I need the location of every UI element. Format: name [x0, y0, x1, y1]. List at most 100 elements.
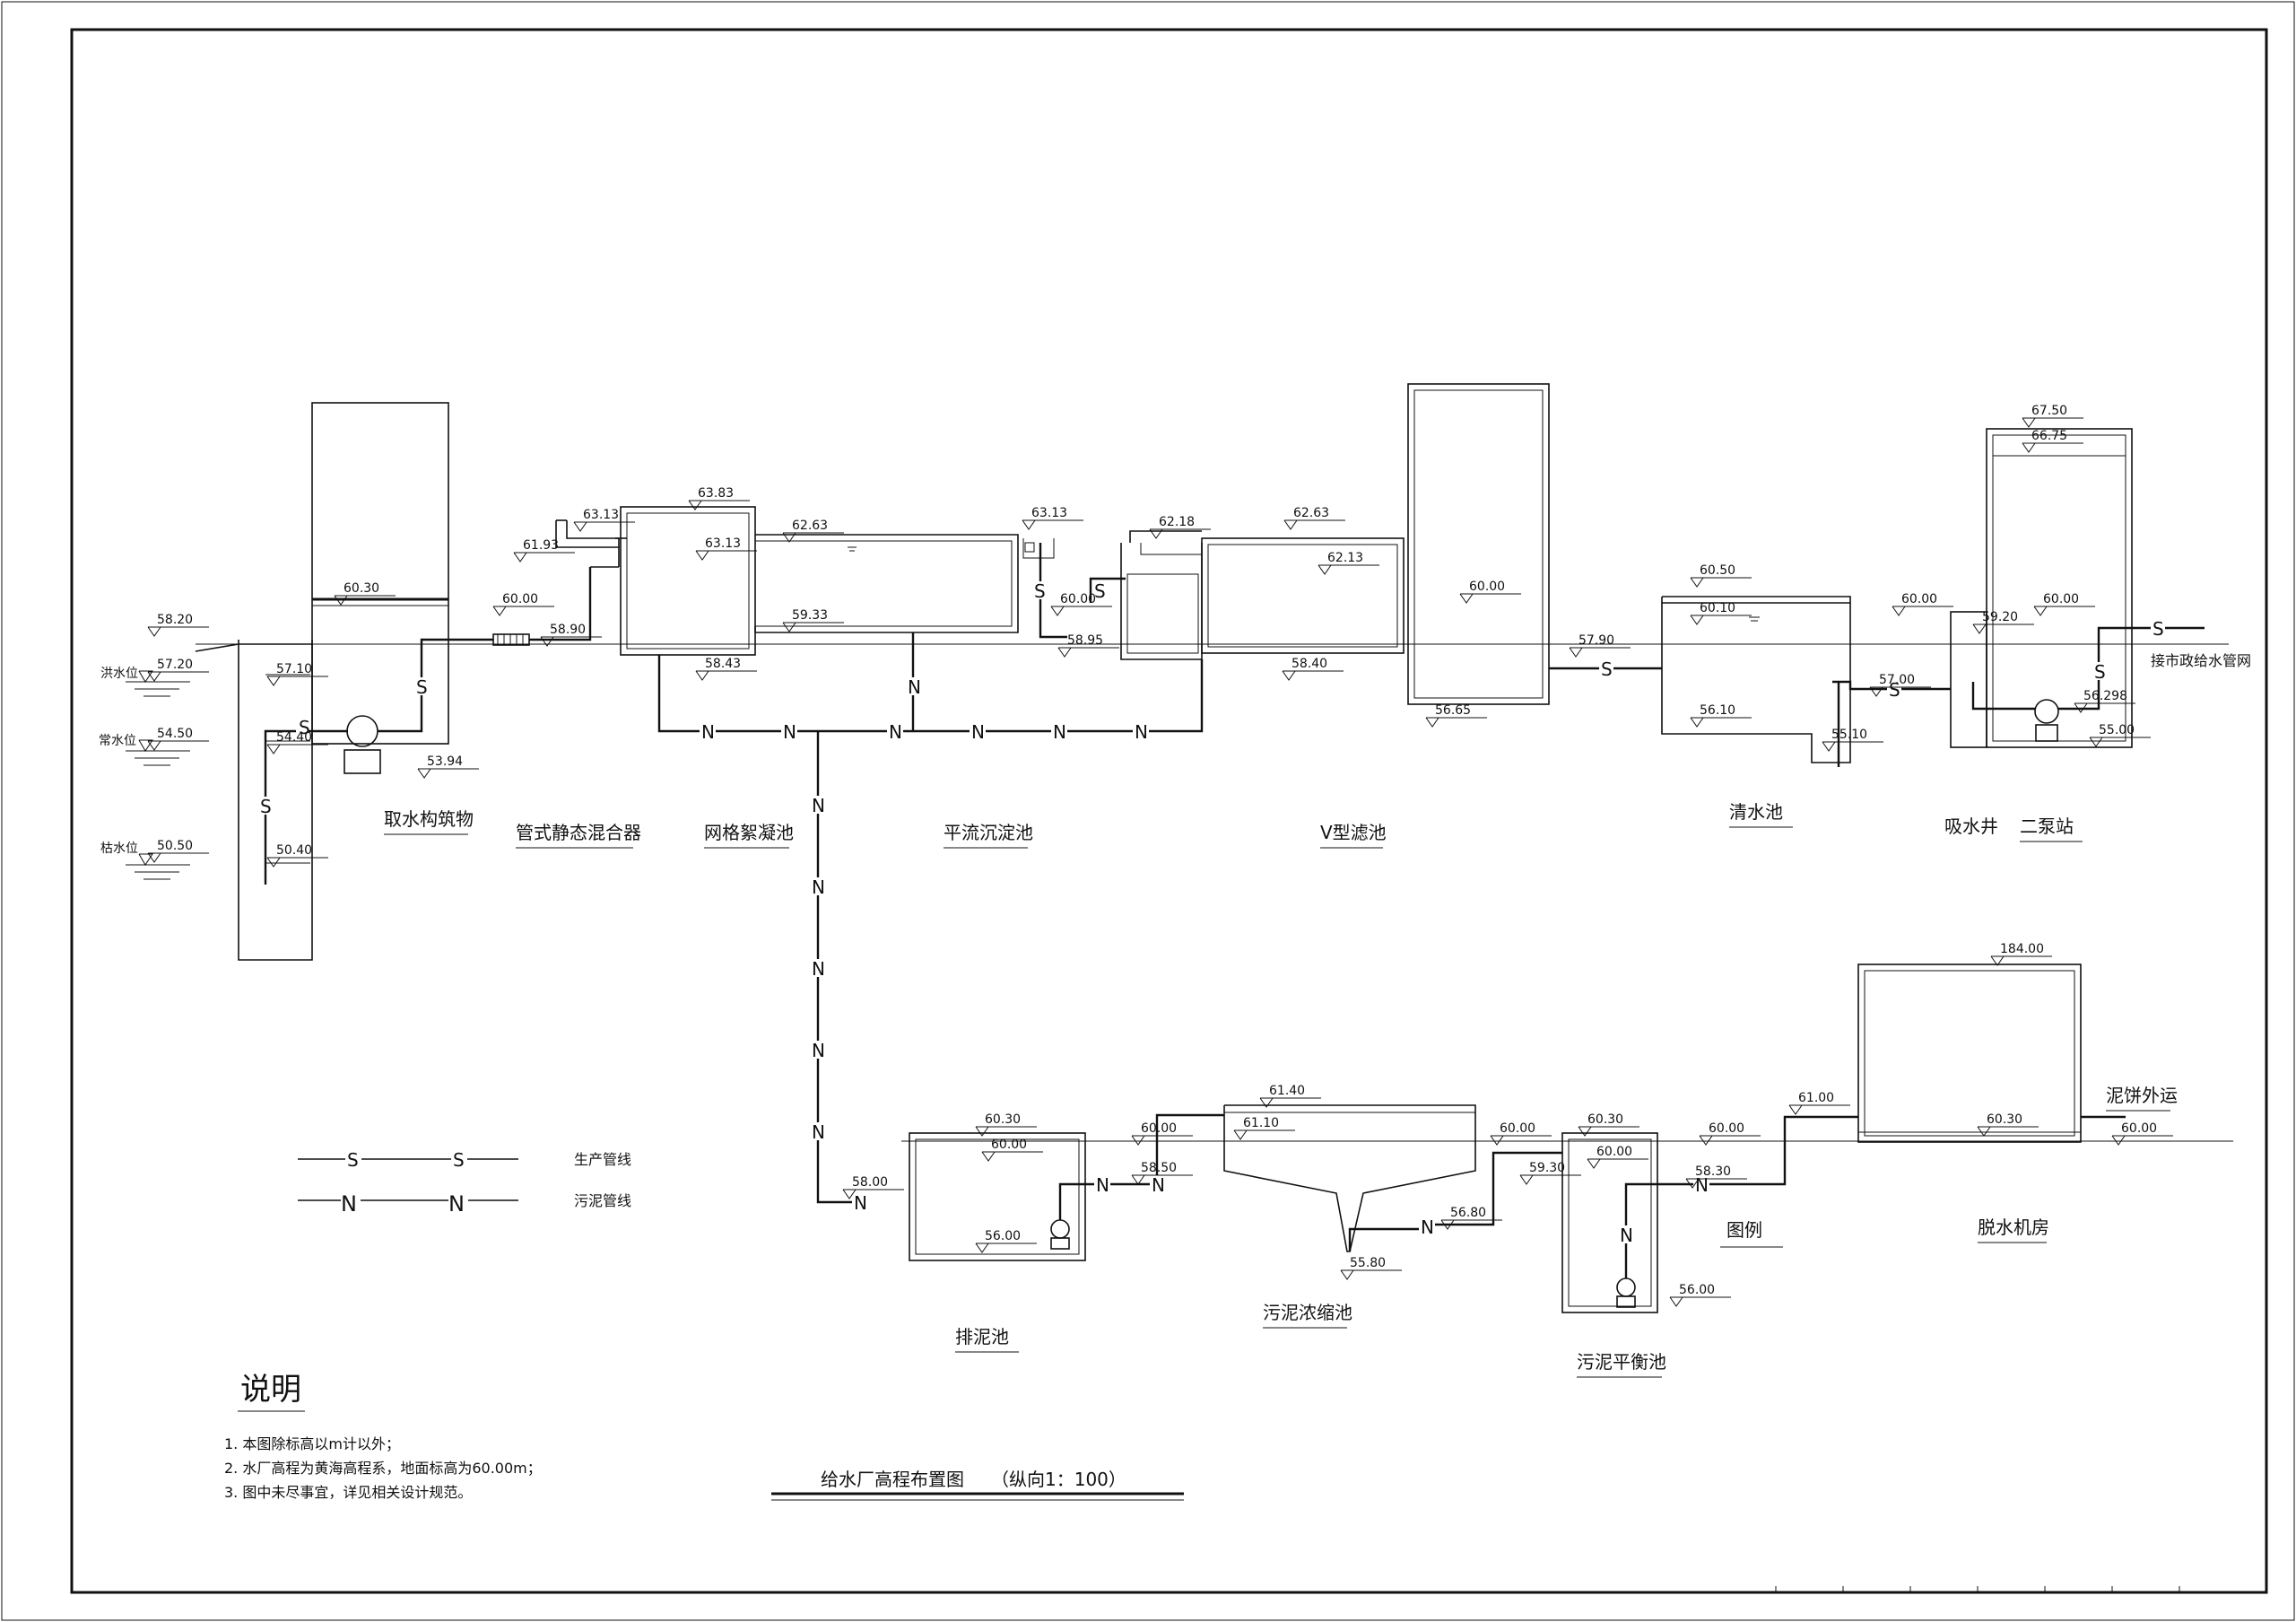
elevation-value: 59.30 — [1529, 1161, 1565, 1175]
elevation-value: 56.00 — [985, 1229, 1021, 1243]
elevation-triangle — [147, 740, 161, 751]
marker-n: N — [783, 721, 796, 743]
elevation-triangle — [1425, 717, 1439, 728]
marker-n: N — [1053, 721, 1066, 743]
v-filter — [1120, 383, 1550, 705]
elevation-value: 50.40 — [276, 843, 312, 858]
elevation-triangle — [1283, 519, 1298, 530]
elevation-triangle — [147, 626, 161, 637]
elevation-triangle — [695, 550, 709, 561]
title-block: 给水厂高程布置图 （纵向1：100） — [771, 1469, 1184, 1501]
dewatering-house — [1857, 964, 2082, 1143]
marker-s: S — [2152, 618, 2164, 640]
note-item: 3. 图中未尽事宜，详见相关设计规范。 — [224, 1484, 472, 1501]
elevation-value: 62.63 — [1293, 506, 1329, 520]
marker-n: N — [701, 721, 715, 743]
elevation-value: 60.00 — [1901, 592, 1937, 606]
legend-marker-s: S — [347, 1149, 359, 1171]
elevation-value: 57.90 — [1578, 633, 1614, 648]
elevation-triangle — [1050, 606, 1065, 616]
elevation-triangle — [417, 768, 431, 779]
elevation-value: 60.00 — [991, 1138, 1027, 1152]
legend-marker-s: S — [453, 1149, 465, 1171]
elevation-triangle — [1669, 1296, 1683, 1307]
static-mixer — [555, 519, 620, 568]
elevation-triangle — [1490, 1135, 1504, 1146]
elevation-triangle — [1690, 717, 1704, 728]
elevation-value: 57.20 — [157, 658, 193, 672]
label-flocculation: 网格絮凝池 — [704, 822, 794, 843]
label-sludge-discharge: 排泥池 — [955, 1326, 1009, 1347]
marker-n: N — [812, 795, 825, 816]
marker-n: N — [812, 1121, 825, 1143]
label-clear-well: 清水池 — [1729, 801, 1783, 823]
elevation-triangle — [266, 744, 281, 754]
pump-station — [1950, 428, 2133, 748]
label-low-level: 枯水位 — [100, 842, 138, 856]
elevation-value: 60.10 — [1700, 601, 1735, 615]
legend: 图例 S S 生产管线 N N 污泥管线 — [298, 1149, 1783, 1248]
elevation-triangle — [688, 500, 702, 510]
elevation-triangle — [975, 1243, 989, 1253]
elevation-value: 58.00 — [852, 1175, 888, 1190]
elevation-value: 57.10 — [276, 662, 312, 676]
elevation-value: 56.00 — [1679, 1283, 1715, 1297]
elevation-triangle — [695, 670, 709, 681]
marker-n: N — [812, 958, 825, 980]
elevation-triangle — [981, 1151, 996, 1162]
marker-s: S — [1601, 658, 1613, 680]
legend-production-label: 生产管线 — [574, 1151, 631, 1168]
elevation-value: 55.00 — [2099, 723, 2135, 737]
marker-n: N — [1152, 1174, 1165, 1196]
marker-n: N — [889, 721, 902, 743]
structure-labels: 取水构筑物 管式静态混合器 网格絮凝池 平流沉淀池 V型滤池 清水池 吸水井 二… — [99, 652, 2251, 1378]
elevation-value: 66.75 — [2031, 429, 2067, 443]
elevation-value: 56.298 — [2083, 689, 2127, 703]
elevation-value: 62.18 — [1159, 515, 1195, 529]
marker-n: N — [1620, 1225, 1633, 1246]
elevation-triangle — [2022, 417, 2036, 428]
elevation-triangle — [1519, 1174, 1534, 1185]
label-pump-station: 二泵站 — [2020, 815, 2074, 837]
marker-s: S — [260, 796, 272, 817]
elevation-value: 60.00 — [1469, 580, 1505, 594]
elevation-value: 58.95 — [1067, 633, 1103, 648]
label-v-filter: V型滤池 — [1320, 822, 1387, 843]
clear-well — [1661, 596, 1851, 763]
elevation-value: 60.00 — [502, 592, 538, 606]
label-flood-level: 洪水位 — [100, 667, 138, 681]
label-sedimentation: 平流沉淀池 — [944, 822, 1033, 843]
elevation-triangle — [1822, 741, 1836, 752]
label-normal-level: 常水位 — [99, 734, 136, 748]
marker-n: N — [1421, 1216, 1434, 1238]
elevation-triangle — [1977, 1126, 1991, 1137]
drawing-scale: （纵向1：100） — [991, 1469, 1126, 1490]
marker-n: N — [971, 721, 985, 743]
marker-s: S — [2094, 661, 2106, 683]
pipe-markers: S S S S S S S S S N N N N N N N N N — [258, 580, 2165, 1246]
elevation-triangle — [147, 671, 161, 682]
elevation-value: 61.40 — [1269, 1084, 1305, 1098]
elevation-value: 60.30 — [1587, 1112, 1623, 1127]
production-pipes — [1039, 543, 2205, 767]
elevation-triangle — [1587, 1158, 1601, 1169]
elevation-value: 59.33 — [792, 608, 828, 623]
notes: 说明 1. 本图除标高以m计以外； 2. 水厂高程为黄海高程系，地面标高为60.… — [224, 1372, 542, 1501]
elevation-value: 58.40 — [1292, 657, 1327, 671]
notes-heading: 说明 — [240, 1372, 301, 1408]
elevation-value: 60.00 — [2043, 592, 2079, 606]
elevation-value: 60.00 — [1500, 1121, 1535, 1136]
elevation-triangle — [1022, 519, 1036, 530]
elevation-triangle — [1569, 647, 1583, 658]
marker-s: S — [1889, 679, 1900, 701]
elevation-value: 62.13 — [1327, 551, 1363, 565]
label-dewatering: 脱水机房 — [1978, 1216, 2049, 1238]
elevation-value: 59.20 — [1982, 610, 2018, 624]
marker-s: S — [299, 717, 310, 738]
elevation-triangle — [1318, 564, 1332, 575]
marker-n: N — [1096, 1174, 1109, 1196]
sedimentation-tank — [754, 534, 1055, 633]
marker-n: N — [854, 1192, 867, 1214]
elevation-triangle — [1690, 615, 1704, 625]
elevation-triangle — [1131, 1135, 1145, 1146]
